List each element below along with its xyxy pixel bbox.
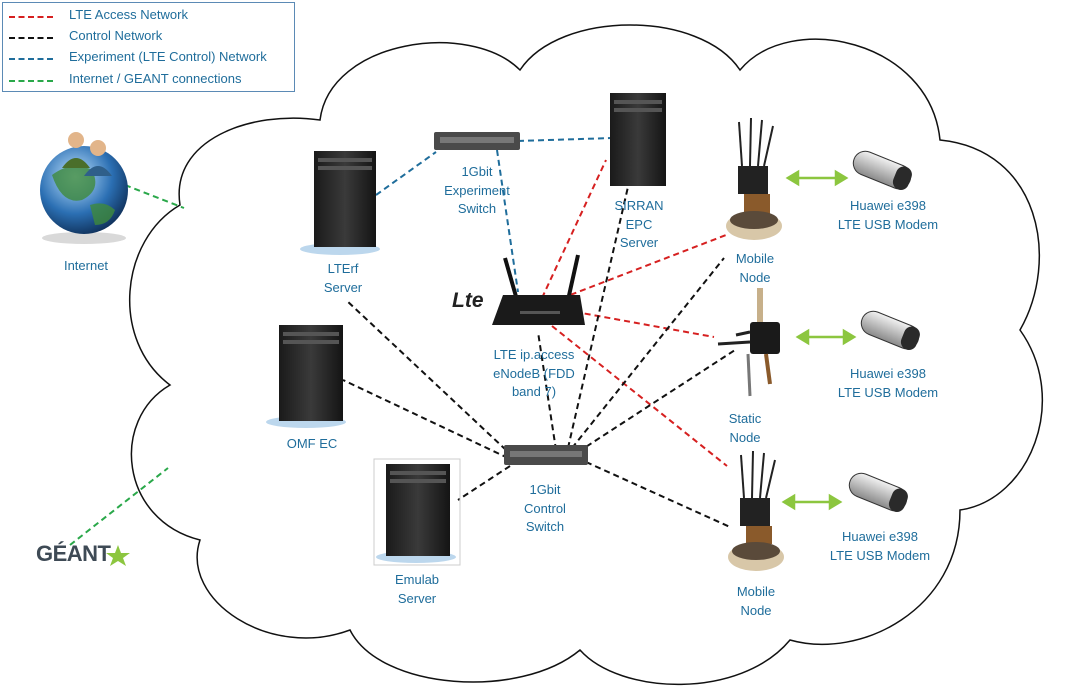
legend-label: Control Network bbox=[69, 28, 163, 43]
internet-globe-icon bbox=[40, 132, 128, 244]
link-enodeb-static bbox=[564, 309, 715, 338]
connection-lines bbox=[69, 137, 736, 546]
link-expswitch-epc bbox=[517, 137, 613, 142]
label-mobile-node-2: Mobile Node bbox=[736, 584, 776, 618]
label-modem-2: Huawei e398 LTE USB Modem bbox=[837, 366, 939, 400]
link-expswitch-enodeb bbox=[496, 149, 519, 293]
link-ctrl-mobile2 bbox=[585, 461, 731, 528]
omf-server-icon bbox=[266, 325, 346, 428]
legend-label: LTE Access Network bbox=[69, 7, 188, 22]
label-modem-1: Huawei e398 LTE USB Modem bbox=[837, 198, 939, 232]
legend-swatch-red bbox=[9, 16, 53, 18]
legend: LTE Access Network Control Network Exper… bbox=[2, 2, 295, 92]
label-epc-server: SIRRAN EPC Server bbox=[614, 198, 664, 250]
cloud-outline bbox=[129, 24, 1044, 686]
label-experiment-switch: 1Gbit Experiment Switch bbox=[444, 164, 510, 216]
link-lterf-expswitch bbox=[375, 151, 437, 196]
label-control-switch: 1Gbit Control Switch bbox=[524, 482, 566, 534]
mobile-node-2-icon bbox=[728, 450, 784, 571]
epc-server-icon bbox=[610, 93, 666, 186]
label-mobile-node-1: Mobile Node bbox=[735, 251, 775, 285]
label-static-node: Static Node bbox=[728, 411, 762, 445]
link-ctrl-epc bbox=[567, 164, 634, 449]
link-ctrl-mobile1 bbox=[571, 257, 725, 449]
modem-3-icon bbox=[848, 472, 908, 512]
link-ctrl-static bbox=[577, 349, 736, 453]
experiment-switch-icon bbox=[434, 132, 520, 150]
label-modem-3: Huawei e398 LTE USB Modem bbox=[829, 529, 931, 563]
label-omf-ec: OMF EC bbox=[286, 436, 338, 451]
link-geant bbox=[69, 467, 169, 546]
link-ctrl-lterf bbox=[345, 299, 507, 451]
control-switch-icon bbox=[504, 445, 588, 465]
link-internet bbox=[124, 184, 185, 209]
label-emulab-server: Emulab Server bbox=[394, 572, 440, 606]
static-node-icon bbox=[717, 288, 780, 397]
link-enodeb-mobile1 bbox=[551, 234, 727, 303]
legend-swatch-black bbox=[9, 37, 53, 39]
label-enodeb: LTE ip.access eNodeB (FDD band 7) bbox=[493, 347, 575, 399]
legend-label: Internet / GEANT connections bbox=[69, 71, 242, 86]
label-internet: Internet bbox=[63, 258, 109, 273]
legend-swatch-blue bbox=[9, 58, 53, 60]
mobile-node-1-icon bbox=[726, 117, 782, 240]
lterf-server-icon bbox=[300, 151, 380, 255]
modem-1-icon bbox=[852, 150, 912, 190]
lte-logo: Lte bbox=[452, 289, 484, 312]
emulab-server-icon bbox=[373, 458, 461, 566]
link-enodeb-mobile2 bbox=[551, 325, 728, 467]
label-lterf-server: LTErf Server bbox=[323, 261, 363, 295]
geant-star-icon bbox=[106, 545, 130, 566]
modem-arrows bbox=[781, 169, 857, 511]
modem-2-icon bbox=[860, 310, 920, 350]
legend-swatch-green bbox=[9, 80, 53, 82]
geant-logo: GÉANT bbox=[36, 541, 111, 566]
link-ctrl-emulab bbox=[457, 465, 511, 501]
legend-label: Experiment (LTE Control) Network bbox=[69, 49, 267, 64]
link-ctrl-omf bbox=[342, 379, 509, 459]
enodeb-router-icon bbox=[492, 254, 585, 325]
link-enodeb-epc bbox=[541, 159, 607, 299]
